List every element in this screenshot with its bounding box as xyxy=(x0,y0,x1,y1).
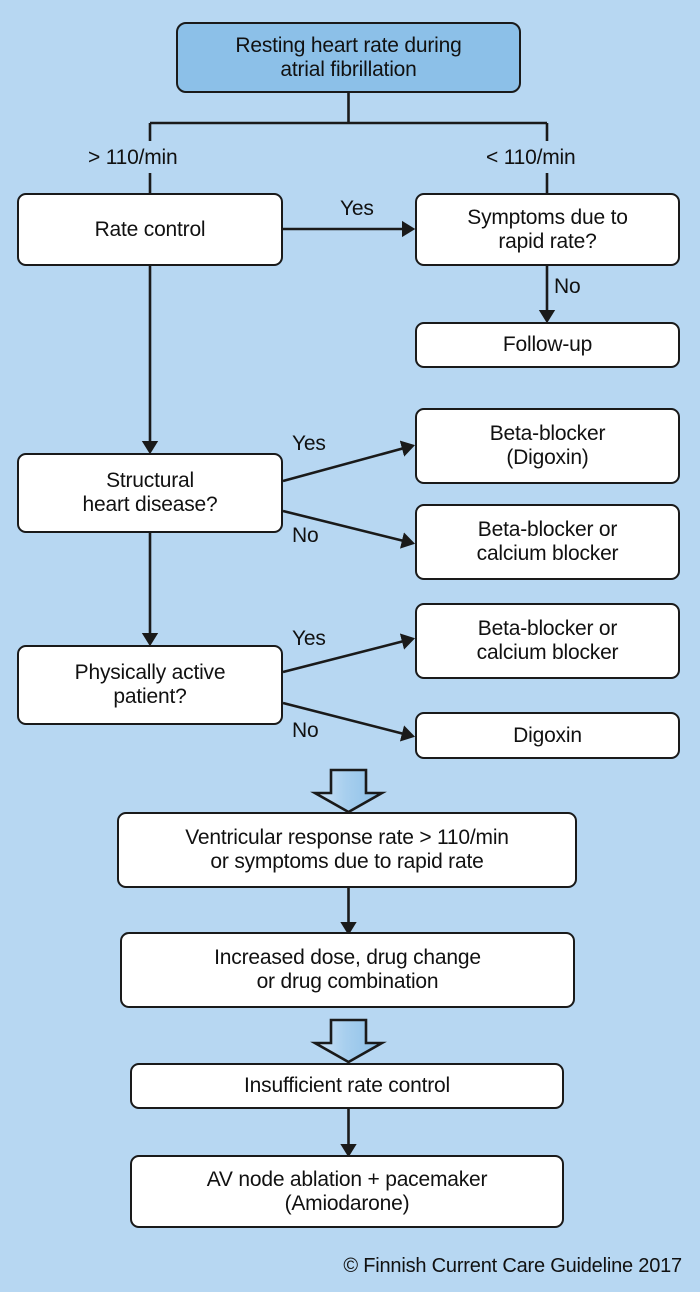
beta-calcium-2-line-1: Beta-blocker or xyxy=(477,617,618,641)
node-symptoms-text: Symptoms due to rapid rate? xyxy=(455,206,639,254)
node-increased-dose-text: Increased dose, drug change or drug comb… xyxy=(202,946,493,994)
edge-label-no-symptoms: No xyxy=(554,275,581,298)
node-beta-digoxin-text: Beta-blocker (Digoxin) xyxy=(478,422,618,470)
node-digoxin: Digoxin xyxy=(415,712,680,759)
node-beta-blocker-or-calcium-blocker-1: Beta-blocker or calcium blocker xyxy=(415,504,680,580)
edge-label-yes-physical: Yes xyxy=(292,627,326,650)
increased-dose-line-1: Increased dose, drug change xyxy=(214,946,481,970)
copyright-notice: © Finnish Current Care Guideline 2017 xyxy=(343,1255,682,1277)
node-physically-active-text: Physically active patient? xyxy=(63,661,238,709)
edge-label-no-structural: No xyxy=(292,524,319,547)
edge-label-lt-110: < 110/min xyxy=(486,146,576,169)
node-rate-control-text: Rate control xyxy=(94,217,206,241)
node-structural-heart-disease: Structural heart disease? xyxy=(17,453,283,533)
title-line-2: atrial fibrillation xyxy=(280,57,417,81)
ventricular-line-1: Ventricular response rate > 110/min xyxy=(185,826,509,850)
edge-label-yes-structural: Yes xyxy=(292,432,326,455)
beta-calcium-1-line-1: Beta-blocker or xyxy=(477,518,618,542)
structural-line-2: heart disease? xyxy=(82,493,218,516)
node-title-text: Resting heart rate during atrial fibrill… xyxy=(223,34,473,82)
node-beta-blocker-digoxin: Beta-blocker (Digoxin) xyxy=(415,408,680,484)
node-rate-control: Rate control xyxy=(17,193,283,266)
node-insufficient-rate-control: Insufficient rate control xyxy=(130,1063,564,1109)
node-beta-blocker-or-calcium-blocker-2: Beta-blocker or calcium blocker xyxy=(415,603,680,679)
av-node-line-2: (Amiodarone) xyxy=(284,1191,410,1215)
node-title: Resting heart rate during atrial fibrill… xyxy=(176,22,521,93)
increased-dose-line-2: or drug combination xyxy=(256,970,439,993)
node-follow-up-text: Follow-up xyxy=(502,333,593,357)
beta-calcium-2-line-2: calcium blocker xyxy=(476,641,619,664)
title-line-1: Resting heart rate during xyxy=(235,33,462,57)
ventricular-line-2: or symptoms due to rapid rate xyxy=(210,850,484,873)
beta-digoxin-line-2: (Digoxin) xyxy=(506,446,589,469)
node-av-node-ablation: AV node ablation + pacemaker (Amiodarone… xyxy=(130,1155,564,1228)
node-increased-dose: Increased dose, drug change or drug comb… xyxy=(120,932,575,1008)
edge-label-no-physical: No xyxy=(292,719,319,742)
physically-active-line-2: patient? xyxy=(113,685,187,708)
symptoms-line-2: rapid rate? xyxy=(498,229,597,253)
node-follow-up: Follow-up xyxy=(415,322,680,368)
node-insufficient-text: Insufficient rate control xyxy=(244,1074,450,1098)
beta-calcium-1-line-2: calcium blocker xyxy=(476,542,619,565)
node-structural-text: Structural heart disease? xyxy=(71,469,230,517)
beta-digoxin-line-1: Beta-blocker xyxy=(489,422,606,446)
block-arrow-down-1 xyxy=(310,768,387,814)
node-digoxin-text: Digoxin xyxy=(513,723,582,747)
structural-line-1: Structural xyxy=(106,469,194,493)
node-ventricular-response-rate: Ventricular response rate > 110/min or s… xyxy=(117,812,577,888)
node-ventricular-text: Ventricular response rate > 110/min or s… xyxy=(173,826,521,874)
node-beta-calcium-2-text: Beta-blocker or calcium blocker xyxy=(465,617,631,665)
node-physically-active-patient: Physically active patient? xyxy=(17,645,283,725)
node-av-node-text: AV node ablation + pacemaker (Amiodarone… xyxy=(195,1168,500,1216)
av-node-line-1: AV node ablation + pacemaker xyxy=(206,1167,488,1191)
symptoms-line-1: Symptoms due to xyxy=(467,205,628,229)
edge-label-yes-rate-control: Yes xyxy=(340,197,374,220)
node-symptoms-rapid-rate: Symptoms due to rapid rate? xyxy=(415,193,680,266)
node-beta-calcium-1-text: Beta-blocker or calcium blocker xyxy=(465,518,631,566)
block-arrow-down-2 xyxy=(310,1018,387,1064)
edge-label-gt-110: > 110/min xyxy=(88,146,178,169)
physically-active-line-1: Physically active xyxy=(74,661,226,685)
